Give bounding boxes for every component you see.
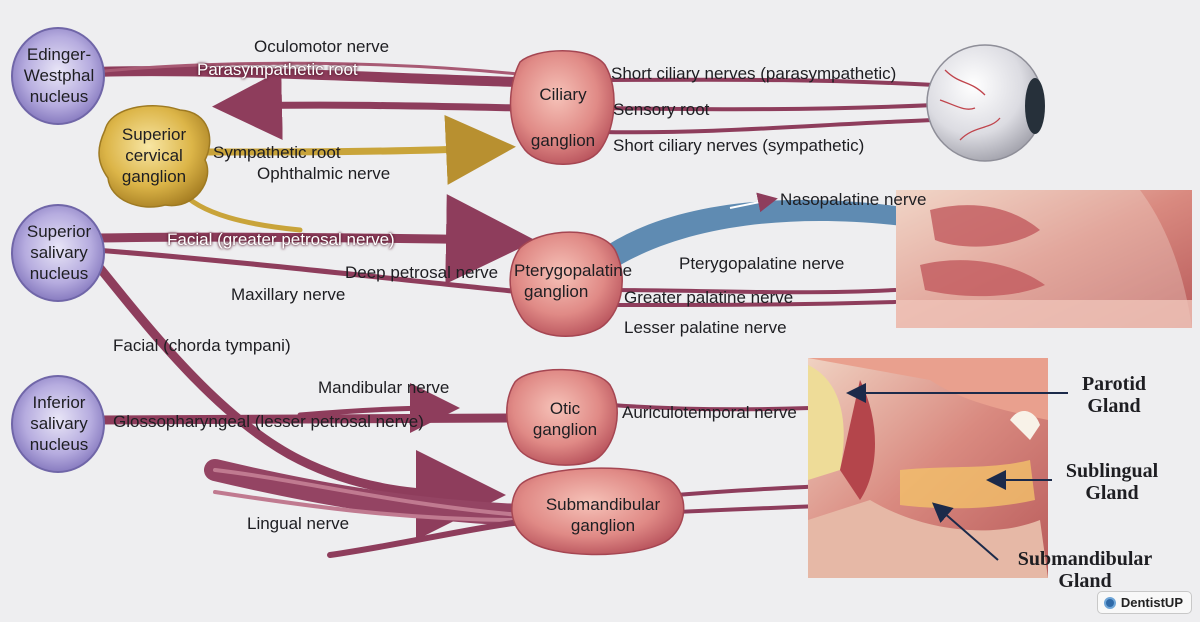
pterygopalatine-ganglion xyxy=(509,231,623,338)
ciliary-ganglion xyxy=(509,50,615,165)
nasopalatine-arrow xyxy=(600,199,1160,285)
oculomotor-fibre xyxy=(90,66,523,87)
edinger-westphal-nucleus xyxy=(11,27,105,125)
deep-petrosal-fibre xyxy=(92,247,525,295)
submandibular-pointer xyxy=(931,502,999,561)
sensory-root-label: Sensory root xyxy=(613,100,710,119)
nasal-cavity-section xyxy=(896,190,1192,328)
sensory-root-fibre xyxy=(598,103,937,112)
lingual-lower-fibre xyxy=(327,519,523,558)
short-ciliary-para-label: Short ciliary nerves (parasympathetic) xyxy=(611,64,897,83)
logo-icon xyxy=(1103,596,1116,609)
dentistup-watermark: DentistUP xyxy=(1096,591,1192,614)
short-ciliary-symp-label: Short ciliary nerves (sympathetic) xyxy=(613,136,865,155)
lingual-label: Lingual nerve xyxy=(247,514,350,533)
otic-ganglion xyxy=(506,368,618,466)
watermark-text: DentistUP xyxy=(1120,595,1183,610)
oculomotor-label: Oculomotor nerve xyxy=(254,37,390,56)
glossopharyngeal-label: Glossopharyngeal (lesser petrosal nerve) xyxy=(113,412,424,431)
sympathetic-root-fibre xyxy=(191,114,516,185)
greater-palatine-label: Greater palatine nerve xyxy=(624,288,794,307)
short-ciliary-symp-fibre xyxy=(598,118,937,135)
nasopalatine-arrow-tick xyxy=(729,192,778,213)
palatine-fibre xyxy=(606,300,897,307)
palatine-fibre xyxy=(606,288,897,295)
nasopalatine-label: Nasopalatine nerve xyxy=(780,190,927,209)
lesser-palatine-label: Lesser palatine nerve xyxy=(624,318,787,337)
sympathetic-descending-fibre xyxy=(177,187,303,233)
superior-cervical-ganglion xyxy=(98,105,211,208)
lingual-nerve-strand xyxy=(213,468,522,517)
ophthalmic-return-fibre xyxy=(212,70,524,141)
chorda-tympani-label: Facial (chorda tympani) xyxy=(113,336,291,355)
auriculotemporal-fibre xyxy=(610,403,812,412)
oral-gland-section xyxy=(808,358,1048,578)
mandibular-label: Mandibular nerve xyxy=(318,378,450,397)
eyeball xyxy=(926,44,1045,162)
parasympathetic-root-label: Parasympathetic root xyxy=(197,60,358,79)
greater-petrosal-fibre xyxy=(90,194,536,285)
chorda-tympani-fibre xyxy=(90,257,506,540)
mandibular-fibre xyxy=(297,383,460,434)
auriculotemporal-label: Auriculotemporal nerve xyxy=(622,403,797,422)
ophthalmic-label: Ophthalmic nerve xyxy=(257,164,391,183)
deep-petrosal-label: Deep petrosal nerve xyxy=(345,263,499,282)
lingual-nerve-strand xyxy=(213,490,522,522)
oculomotor-fibre-strand xyxy=(93,61,520,76)
greater-petrosal-label: Facial (greater petrosal nerve) xyxy=(167,230,395,249)
inferior-salivary-nucleus xyxy=(11,375,105,473)
submandibular-ganglion xyxy=(511,467,685,556)
sympathetic-root-label: Sympathetic root xyxy=(213,143,341,162)
maxillary-label: Maxillary nerve xyxy=(231,285,346,304)
pterygopalatine-nerve-label: Pterygopalatine nerve xyxy=(679,254,845,273)
short-ciliary-para-fibre xyxy=(598,77,937,87)
gland-pointers xyxy=(846,383,1068,561)
superior-salivary-nucleus xyxy=(11,204,105,302)
